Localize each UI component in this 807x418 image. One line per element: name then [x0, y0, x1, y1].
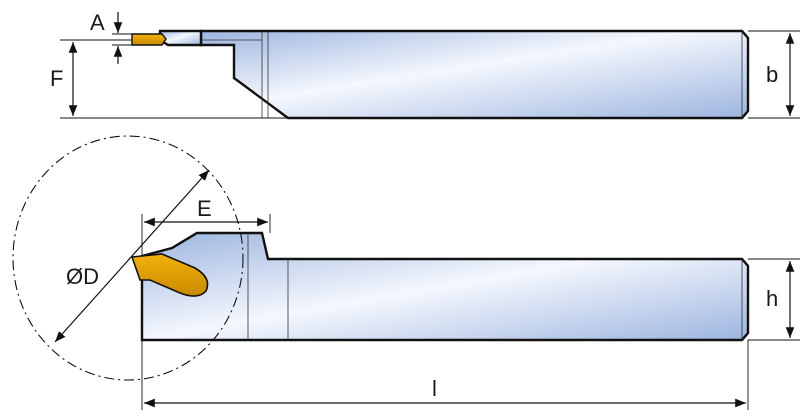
- top-view-body: [199, 29, 750, 120]
- label-b: b: [766, 62, 778, 87]
- label-l: l: [432, 376, 437, 401]
- label-D: ØD: [66, 264, 99, 289]
- label-E: E: [197, 196, 212, 221]
- dimension-b: [748, 30, 800, 119]
- label-h: h: [766, 286, 778, 311]
- dimension-h: [748, 258, 800, 341]
- dimension-D: [54, 169, 210, 343]
- dimension-A: [112, 12, 132, 64]
- label-A: A: [90, 10, 105, 35]
- top-view-neck: [158, 29, 203, 47]
- label-F: F: [50, 66, 63, 91]
- dimension-F: [60, 39, 290, 119]
- top-view: [131, 29, 750, 120]
- diameter-circle: [12, 135, 244, 381]
- side-view-body: [140, 231, 750, 342]
- dimension-l: [141, 340, 749, 410]
- top-view-insert: [131, 33, 167, 46]
